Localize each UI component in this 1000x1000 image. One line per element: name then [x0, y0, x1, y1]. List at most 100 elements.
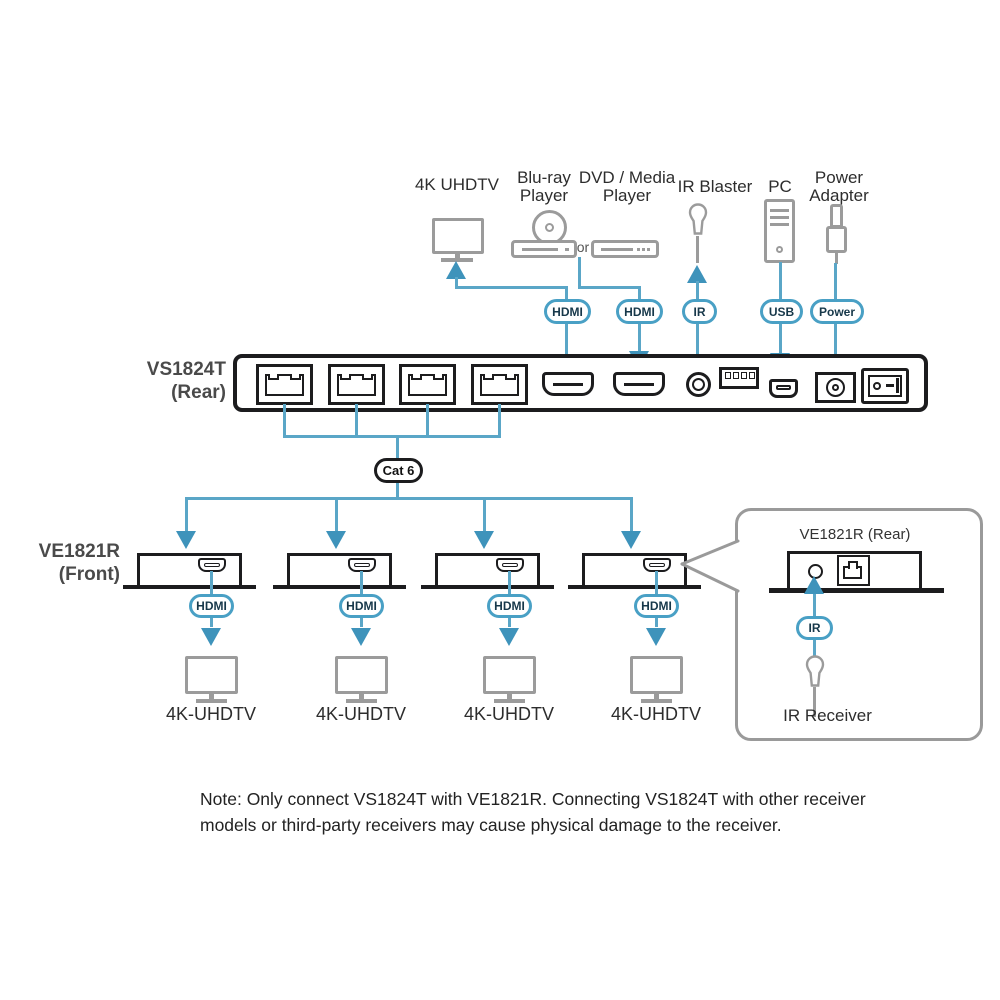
- dip-switch-2: [733, 372, 739, 379]
- rx4-unit-base: [568, 585, 701, 589]
- rx2-hdmi-connector: [348, 558, 376, 572]
- uhdtv-top-label: 4K UHDTV: [414, 175, 500, 194]
- bluray-label-line2: Player: [519, 186, 569, 206]
- rx1-hdmi-arrow: [201, 628, 221, 646]
- ir-receiver-label: IR Receiver: [783, 706, 872, 725]
- rx1-tv-label: 4K-UHDTV: [165, 704, 256, 724]
- cat6-drop-1: [283, 404, 286, 438]
- rx2-pill-hdmi: HDMI: [339, 594, 384, 618]
- dvd-player-slot: [601, 248, 633, 251]
- rx1-cat6-line: [185, 497, 188, 532]
- pc-power-button: [776, 246, 783, 253]
- dc-jack-pin: [831, 383, 839, 391]
- pc-icon: [764, 199, 795, 263]
- mini-usb-port-slot: [776, 385, 791, 390]
- or-label: or: [576, 239, 590, 255]
- pill-power: Power: [810, 299, 864, 324]
- rx4-pill-hdmi: HDMI: [634, 594, 679, 618]
- rx3-pill-hdmi: HDMI: [487, 594, 532, 618]
- rx2-hdmi-arrow: [351, 628, 371, 646]
- rj45-port-2-icon: [328, 364, 385, 405]
- pill-ir: IR: [682, 299, 717, 324]
- note-line1: Note: Only connect VS1824T with VE1821R.…: [200, 789, 866, 809]
- mini-usb-port-icon: [769, 379, 798, 398]
- rx2-unit-icon: [287, 553, 392, 589]
- ir-jack-inner: [692, 378, 705, 391]
- hdmi-out-line-v2: [565, 286, 568, 373]
- dc-jack-ring: [826, 378, 845, 397]
- inset-ir-arrow: [804, 576, 824, 594]
- dvd-player-dot1: [637, 248, 640, 251]
- rx3-unit-icon: [435, 553, 540, 589]
- rx3-tv-label: 4K-UHDTV: [463, 704, 554, 724]
- bluray-label: Blu-ray Player: [494, 168, 594, 206]
- rx3-hdmi-slot: [501, 562, 518, 567]
- receiver-column-2: HDMI 4K-UHDTV: [273, 497, 406, 733]
- rj45-port-4-tab-left: [483, 374, 494, 380]
- rx1-unit-icon: [137, 553, 242, 589]
- dvd-label-line1: DVD / Media: [578, 168, 676, 187]
- rx4-hdmi-arrow: [646, 628, 666, 646]
- ir-receiver-icon: [805, 655, 825, 687]
- uhdtv-monitor-base: [441, 258, 473, 262]
- pc-label: PC: [768, 177, 792, 196]
- power-adapter-cable: [835, 252, 838, 264]
- cat6-drop-3: [426, 404, 429, 438]
- inset-rj45-notch: [848, 561, 858, 569]
- arrow-to-ir-blaster: [687, 265, 707, 283]
- inset-callout-box: [735, 508, 983, 741]
- cat6-drop-4: [498, 404, 501, 438]
- receiver-column-1: HDMI 4K-UHDTV: [123, 497, 256, 733]
- arrow-to-uhdtv: [446, 261, 466, 279]
- hdmi-out-line-v1: [455, 277, 458, 288]
- pill-usb: USB: [760, 299, 803, 324]
- dip-switch-icon: [719, 367, 759, 389]
- dc-jack-icon: [815, 372, 856, 403]
- receiver-column-3: HDMI 4K-UHDTV: [421, 497, 554, 733]
- power-switch-off-mark: [873, 381, 881, 390]
- ir-receiver-cable: [813, 687, 816, 717]
- rx3-tv-base: [494, 699, 525, 703]
- rx4-cat6-line: [630, 497, 633, 532]
- hdmi-in-port-icon: [613, 372, 665, 396]
- rj45-port-1-tab-right: [290, 374, 301, 380]
- rx4-hdmi-connector: [643, 558, 671, 572]
- power-adapter-label: Power Adapter: [789, 168, 889, 206]
- player-line-v1: [578, 257, 581, 288]
- rx1-cat6-arrow: [176, 531, 196, 549]
- rx1-hdmi-connector: [198, 558, 226, 572]
- rx3-cat6-line: [483, 497, 486, 532]
- ir-blaster-cable: [696, 236, 699, 263]
- rj45-port-3-tab-left: [411, 374, 422, 380]
- pill-cat6: Cat 6: [374, 458, 423, 483]
- rx2-tv-icon: [335, 656, 388, 694]
- rx4-tv-icon: [630, 656, 683, 694]
- cat6-drop-2: [355, 404, 358, 438]
- rx4-cat6-arrow: [621, 531, 641, 549]
- ir-blaster-icon: [688, 203, 708, 235]
- hdmi-in-port-slot: [624, 383, 654, 386]
- power-adapter-label-line1: Power: [814, 168, 864, 187]
- rj45-port-1-inner: [265, 374, 304, 396]
- power-switch-on-mark: [886, 384, 894, 387]
- note-line2: models or third-party receivers may caus…: [200, 815, 782, 835]
- transmitter-model: VS1824T: [146, 359, 226, 380]
- ir-jack-icon: [686, 372, 711, 397]
- rj45-port-2-inner: [337, 374, 376, 396]
- power-adapter-label-line2: Adapter: [809, 186, 869, 206]
- power-adapter-barrel: [830, 204, 843, 228]
- player-line-h: [578, 286, 641, 289]
- rx3-tv-icon: [483, 656, 536, 694]
- rx1-tv-base: [196, 699, 227, 703]
- dip-switch-3: [741, 372, 747, 379]
- bluray-label-line1: Blu-ray: [517, 168, 571, 187]
- receiver-front-view: (Front): [58, 563, 120, 585]
- dvd-label: DVD / Media Player: [567, 168, 687, 206]
- rj45-port-1-icon: [256, 364, 313, 405]
- bluray-player-slot: [522, 248, 558, 251]
- cat6-trunk-upper: [396, 435, 399, 461]
- ir-line-v: [696, 281, 699, 373]
- rj45-port-2-tab-left: [340, 374, 351, 380]
- dvd-player-dot3: [647, 248, 650, 251]
